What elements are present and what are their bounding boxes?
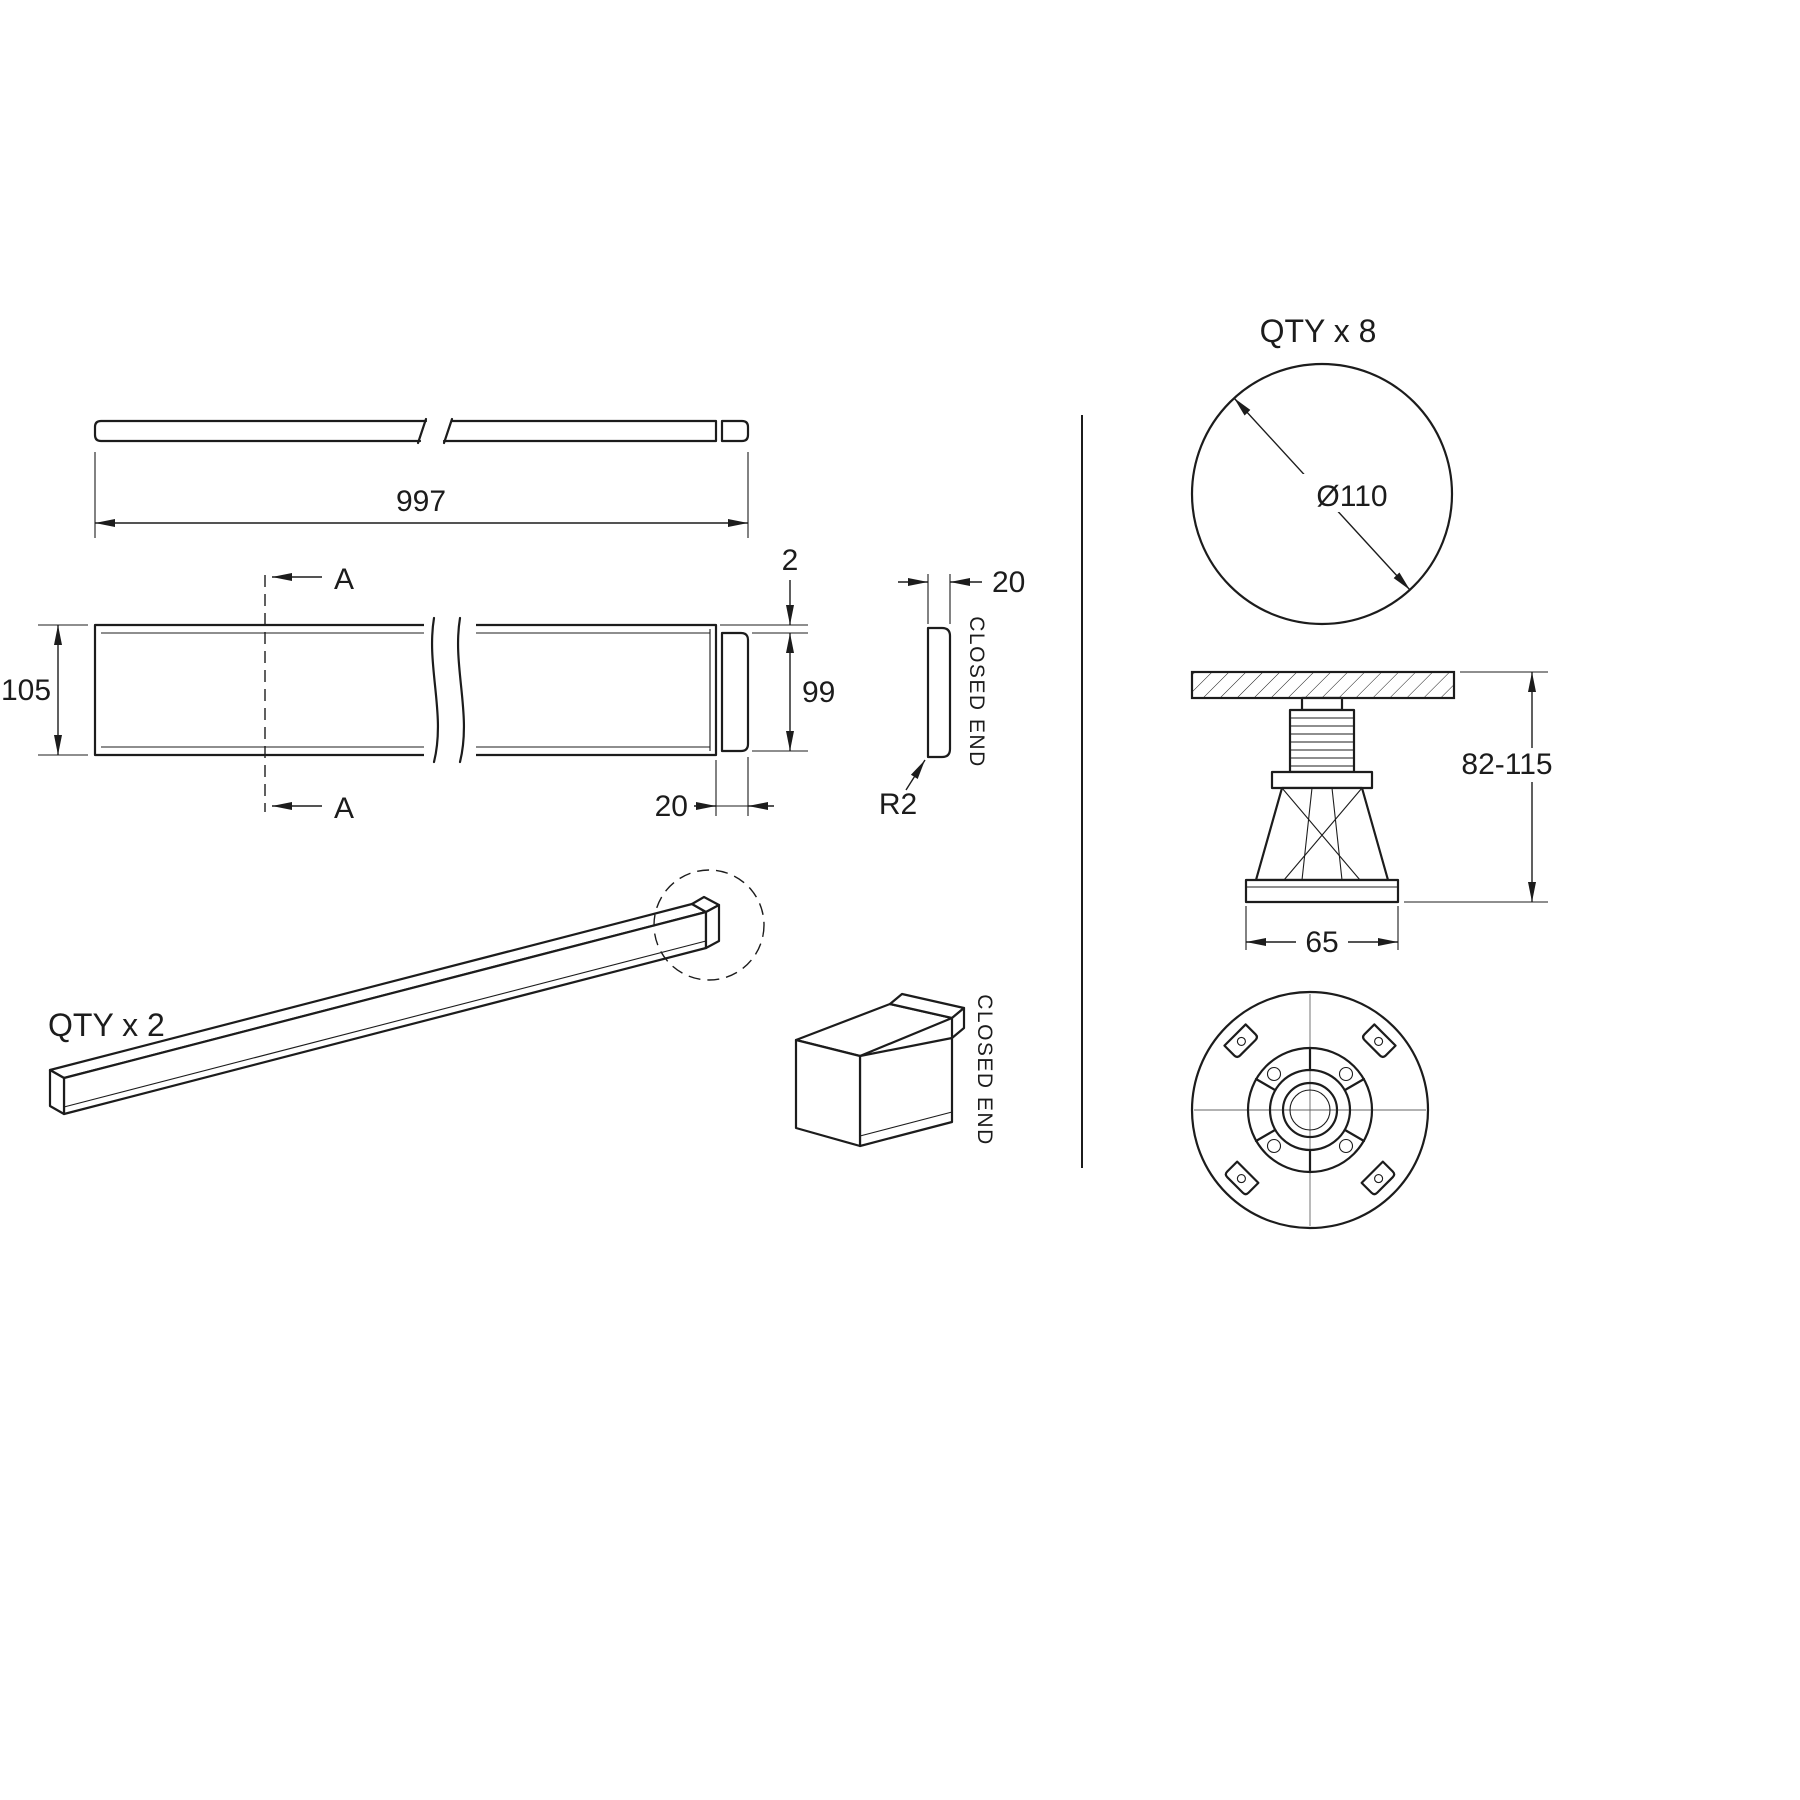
foot-top-plate: [1190, 670, 1456, 700]
panel-qty-label: QTY x 2: [48, 1007, 165, 1043]
rim-clip-ne: [1361, 1023, 1397, 1059]
section-label-a-top: A: [334, 563, 354, 596]
dimension-lip-2: 2: [720, 544, 808, 626]
rim-clip-se: [1360, 1160, 1396, 1196]
foot-bottom-view: [1190, 990, 1430, 1230]
panel-end-cap-front: [720, 631, 750, 753]
foot-top-outline: [1190, 362, 1454, 626]
panel-front-view: [93, 616, 750, 764]
dimension-height-105: 105: [1, 624, 88, 756]
closed-end-detail-view: CLOSED END: [794, 992, 996, 1148]
foot-base-plate: [1244, 878, 1400, 904]
dim-label-997: 997: [396, 485, 446, 518]
foot-qty-label: QTY x 8: [1260, 313, 1377, 349]
rim-clip-sw: [1224, 1160, 1260, 1196]
dimension-cap-height-99: 99: [752, 632, 835, 752]
panel-isometric-view: [48, 869, 765, 1116]
foot-side-view: [1190, 670, 1456, 904]
corner-radius-callout: R2: [879, 759, 926, 821]
dim-label-20-side: 20: [992, 566, 1025, 599]
section-line-a: A A: [264, 563, 354, 825]
dim-label-2: 2: [782, 544, 799, 577]
dimension-length-997: 997: [94, 452, 749, 538]
dim-label-r2: R2: [879, 788, 917, 821]
dimension-foot-base-width: 65: [1245, 906, 1399, 959]
dim-label-65: 65: [1305, 926, 1338, 959]
foot-top-view: Ø110: [1190, 362, 1454, 626]
section-label-a-bottom: A: [334, 792, 354, 825]
dim-label-height-range: 82-115: [1461, 748, 1552, 781]
closed-end-label-side: CLOSED END: [965, 616, 988, 768]
foot-threaded-stem: [1288, 708, 1356, 774]
rim-clip-nw: [1223, 1023, 1259, 1059]
dim-label-diameter: Ø110: [1316, 480, 1387, 513]
end-cap-side-view: CLOSED END: [926, 616, 988, 768]
foot-bottom-outline: [1190, 990, 1430, 1230]
panel-top-view: [93, 417, 750, 445]
dimension-foot-height: 82-115: [1404, 671, 1566, 903]
end-cap-side-outline: [926, 626, 952, 759]
closed-end-label-detail: CLOSED END: [973, 994, 996, 1146]
dimension-cap-depth-20-front: 20: [655, 757, 774, 823]
detail-bubble-circle: [653, 869, 765, 981]
panel-front-outline: [93, 623, 718, 757]
dim-label-99: 99: [802, 676, 835, 709]
dim-label-105: 105: [1, 674, 51, 707]
dim-label-20-front: 20: [655, 790, 688, 823]
foot-adjuster-collar: [1270, 770, 1374, 790]
foot-ribbed-body: [1254, 786, 1390, 882]
dimension-cap-depth-20-side: 20: [898, 566, 1025, 624]
